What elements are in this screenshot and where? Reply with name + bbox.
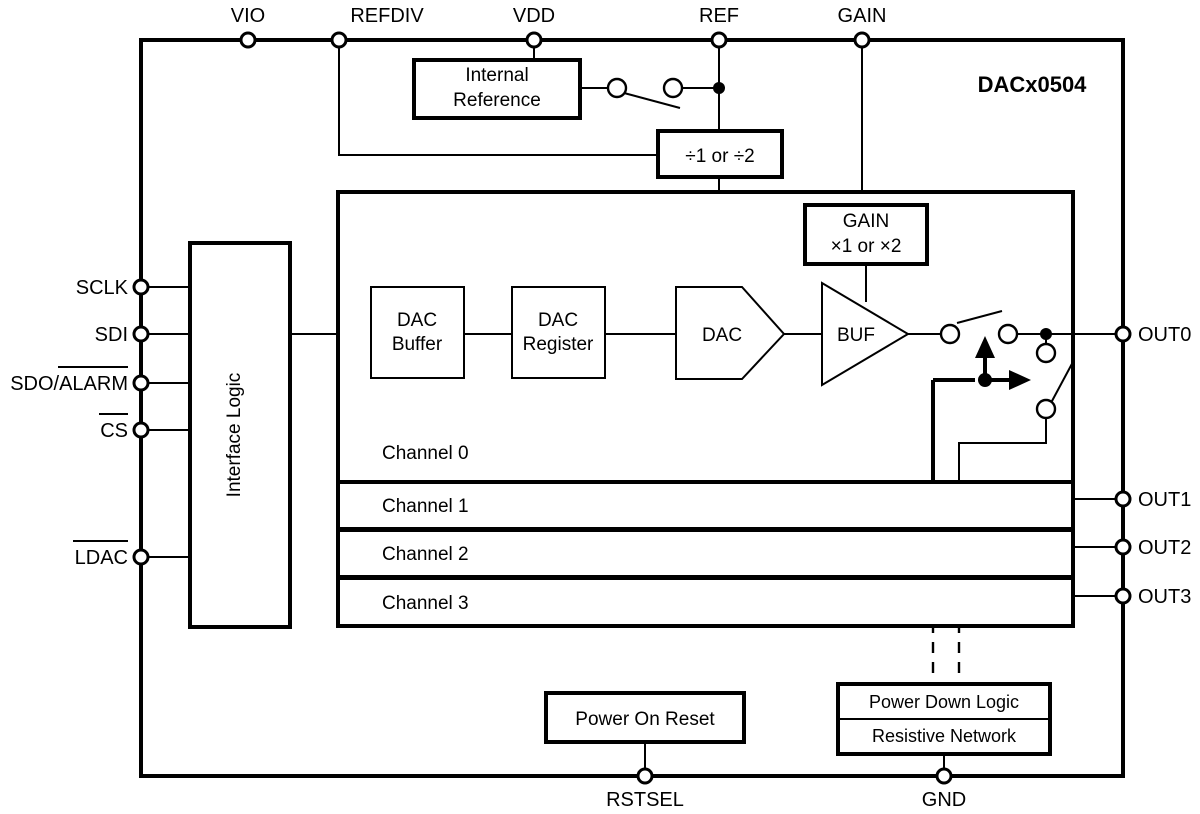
pin-out3-label: OUT3 — [1138, 586, 1191, 608]
dac-register-label-line1: DAC — [538, 310, 578, 331]
pin-gnd[interactable] — [935, 767, 953, 785]
pin-out3[interactable] — [1114, 587, 1132, 605]
dac-buffer-block — [370, 286, 465, 379]
reference-switch-pole-left[interactable] — [606, 77, 628, 99]
powerdown-switch-return-wire — [958, 418, 1047, 482]
pin-cs-group[interactable]: CS — [99, 413, 190, 442]
dac-buffer-label-line2: Buffer — [392, 334, 443, 355]
buf-label: BUF — [837, 325, 875, 346]
powerdown-switch-pole-top[interactable] — [1035, 342, 1057, 364]
pin-vdd[interactable] — [525, 31, 543, 49]
dac-label: DAC — [702, 325, 742, 346]
ref-junction-dot — [713, 82, 725, 94]
dac-buffer-label-line1: DAC — [397, 310, 437, 331]
pin-out1-group[interactable]: OUT1 — [1114, 489, 1191, 511]
pin-ldac[interactable] — [132, 548, 150, 566]
reference-switch-pole-right[interactable] — [662, 77, 684, 99]
channel-3-label: Channel 3 — [382, 593, 469, 614]
internal-reference-label-line2: Reference — [453, 90, 541, 111]
pin-rstsel-label: RSTSEL — [606, 789, 684, 811]
pin-refdiv-group[interactable]: REFDIV — [330, 5, 424, 49]
pin-refdiv[interactable] — [330, 31, 348, 49]
pin-sdi[interactable] — [132, 325, 150, 343]
pin-sdi-group[interactable]: SDI — [95, 324, 190, 346]
pin-out2-group[interactable]: OUT2 — [1114, 537, 1191, 559]
channel-2-band — [336, 528, 1075, 579]
channel-0-label: Channel 0 — [382, 443, 469, 464]
device-title: DACx0504 — [978, 72, 1088, 97]
dac-block — [675, 286, 786, 380]
pin-rstsel[interactable] — [636, 767, 654, 785]
pin-ref-group[interactable]: REF — [699, 5, 739, 49]
pin-gnd-label: GND — [922, 789, 966, 811]
buf-amplifier — [821, 281, 910, 387]
pin-out1[interactable] — [1114, 490, 1132, 508]
pin-gain-label: GAIN — [838, 5, 887, 27]
interface-logic-block — [188, 241, 292, 629]
channel-3-band — [336, 576, 1075, 628]
pin-vdd-label: VDD — [513, 5, 555, 27]
gain-label-line1: GAIN — [843, 211, 889, 232]
interface-logic-label: Interface Logic — [224, 373, 245, 498]
ref-divider-label: ÷1 or ÷2 — [685, 146, 754, 167]
gain-label-line2: ×1 or ×2 — [831, 236, 902, 257]
output-switch-pole-a[interactable] — [939, 323, 961, 345]
pin-vio-label: VIO — [231, 5, 265, 27]
pin-vdd-group[interactable]: VDD — [513, 5, 555, 49]
pin-gain[interactable] — [853, 31, 871, 49]
pin-sdi-label: SDI — [95, 324, 128, 346]
pin-gain-group[interactable]: GAIN — [838, 5, 887, 49]
pin-sclk-group[interactable]: SCLK — [76, 277, 190, 299]
powerdown-switch-pole-bottom[interactable] — [1035, 398, 1057, 420]
pin-refdiv-label: REFDIV — [350, 5, 424, 27]
channel-1-label: Channel 1 — [382, 496, 469, 517]
pin-out0-label: OUT0 — [1138, 324, 1191, 346]
pin-sclk-label: SCLK — [76, 277, 129, 299]
powerdown-switch-blade[interactable] — [1051, 359, 1075, 402]
power-on-reset-label: Power On Reset — [575, 709, 715, 730]
pin-out2-label: OUT2 — [1138, 537, 1191, 559]
resistive-network-label: Resistive Network — [872, 726, 1017, 746]
channel-1-band — [336, 480, 1075, 531]
reference-switch-blade[interactable] — [623, 92, 681, 109]
powerdown-control-arrow-up — [975, 336, 995, 358]
pin-cs-label: CS — [100, 420, 128, 442]
pin-ref-label: REF — [699, 5, 739, 27]
pin-vio[interactable] — [239, 31, 257, 49]
pin-out0[interactable] — [1114, 325, 1132, 343]
pin-ldac-group[interactable]: LDAC — [73, 540, 190, 569]
dac-register-label-line2: Register — [523, 334, 594, 355]
pin-gnd-group[interactable]: GND — [922, 767, 966, 811]
output-switch-blade-top[interactable] — [956, 310, 1003, 324]
pin-cs[interactable] — [132, 421, 150, 439]
pin-rstsel-group[interactable]: RSTSEL — [606, 767, 684, 811]
pin-sdo-alarm-group[interactable]: SDO/ALARM — [10, 366, 190, 395]
dac-register-block — [511, 286, 606, 379]
pin-sdo-alarm-label: SDO/ALARM — [10, 373, 128, 395]
pin-out3-group[interactable]: OUT3 — [1114, 586, 1191, 608]
pin-out0-group[interactable]: OUT0 — [1114, 324, 1191, 346]
pin-out1-label: OUT1 — [1138, 489, 1191, 511]
pin-out2[interactable] — [1114, 538, 1132, 556]
pin-vio-group[interactable]: VIO — [231, 5, 265, 49]
internal-reference-label-line1: Internal — [465, 65, 528, 86]
pin-ldac-label: LDAC — [75, 547, 128, 569]
output-switch-pole-b[interactable] — [997, 323, 1019, 345]
channel-2-label: Channel 2 — [382, 544, 469, 565]
power-down-logic-label: Power Down Logic — [869, 692, 1019, 712]
powerdown-control-arrow-right — [1009, 370, 1031, 390]
pin-sdo-alarm[interactable] — [132, 374, 150, 392]
ref-divider-block — [656, 129, 784, 179]
pin-sclk[interactable] — [132, 278, 150, 296]
pin-ref[interactable] — [710, 31, 728, 49]
